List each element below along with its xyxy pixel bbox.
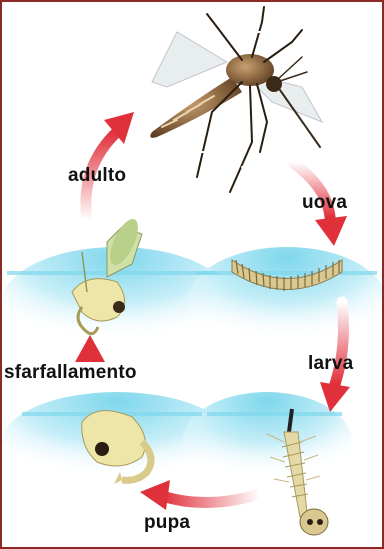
stage-label-adult: adulto bbox=[68, 165, 126, 187]
water-pool-bottom-right bbox=[182, 392, 352, 492]
stage-label-larva: larva bbox=[308, 353, 353, 375]
stage-label-eggs: uova bbox=[302, 192, 347, 214]
stage-label-pupa: pupa bbox=[144, 512, 190, 534]
water-pool-top-right bbox=[187, 247, 382, 357]
stage-label-emergence: sfarfallamento bbox=[4, 362, 137, 384]
